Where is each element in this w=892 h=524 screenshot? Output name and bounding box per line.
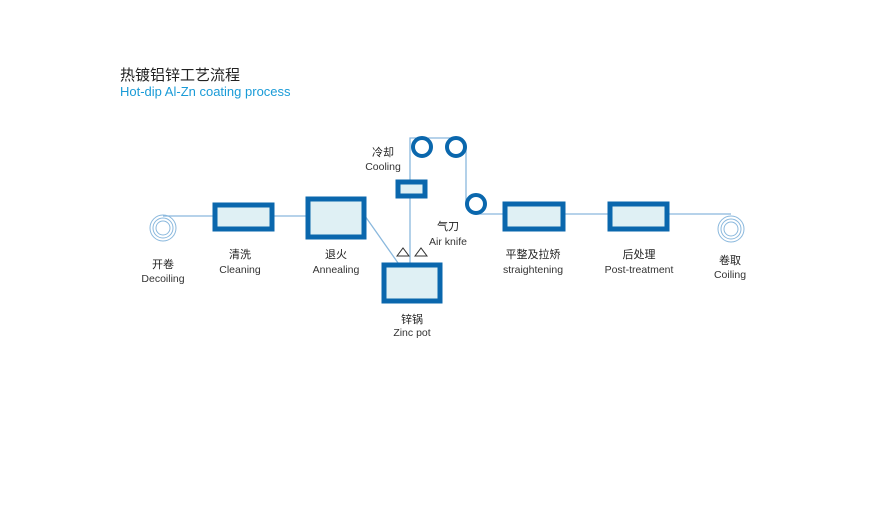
air-knife-label-zh: 气刀 — [437, 219, 459, 233]
decoiling-label-zh: 开卷 — [152, 257, 174, 271]
cleaning-label-en: Cleaning — [219, 264, 261, 276]
annealing-furnace — [305, 196, 367, 240]
straightening-label-zh: 平整及拉矫 — [506, 247, 561, 261]
top-roller-icon — [445, 136, 467, 158]
post-treatment-label-en: Post-treatment — [605, 264, 674, 276]
coiler-icon — [717, 215, 745, 243]
air-knife-icon — [396, 247, 410, 257]
post-treatment-unit — [607, 201, 670, 232]
straightening-unit — [502, 201, 566, 232]
zinc-pot-label-en: Zinc pot — [393, 327, 430, 339]
air-knife-icon — [414, 247, 428, 257]
cooling-label-en: Cooling — [365, 161, 401, 173]
decoiler-icon — [149, 214, 177, 242]
cooling-label-zh: 冷却 — [372, 146, 394, 159]
zinc-pot-label-zh: 锌锅 — [401, 312, 423, 326]
decoiling-label-en: Decoiling — [141, 273, 184, 285]
coiling-label-zh: 卷取 — [719, 253, 741, 267]
cleaning-label-zh: 清洗 — [229, 248, 251, 261]
turn-roller-icon — [465, 193, 487, 215]
cleaning-unit — [212, 202, 275, 232]
annealing-label-zh: 退火 — [325, 248, 347, 261]
diagram-subtitle: Hot-dip Al-Zn coating process — [120, 84, 291, 99]
diagram-title: 热镀铝锌工艺流程 — [120, 66, 241, 84]
post-treatment-label-zh: 后处理 — [623, 248, 656, 261]
cooling-unit — [395, 179, 428, 199]
air-knife-label-en: Air knife — [429, 236, 467, 248]
straightening-label-en: straightening — [503, 264, 563, 276]
annealing-label-en: Annealing — [313, 264, 360, 276]
top-roller-icon — [411, 136, 433, 158]
coiling-label-en: Coiling — [714, 269, 746, 281]
zinc-pot — [381, 262, 443, 304]
